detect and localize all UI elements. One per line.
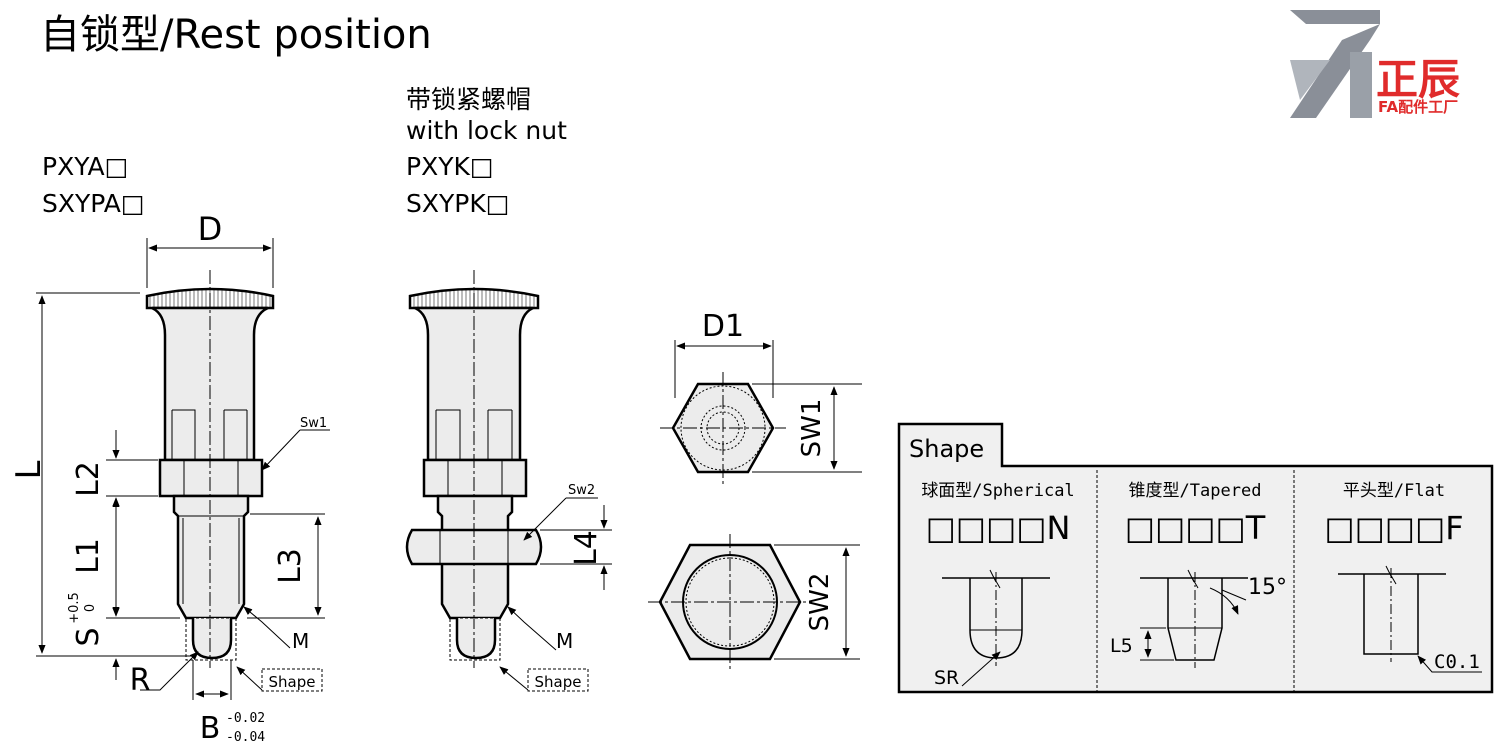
shape-spherical-code: □□□□N xyxy=(926,509,1071,547)
shape-sr-label: SR xyxy=(934,667,959,689)
dim-l: L xyxy=(9,460,49,479)
dim-l3: L3 xyxy=(273,548,308,584)
hex-view-small xyxy=(660,372,786,484)
dim-b: B xyxy=(200,711,221,746)
shape-flat-code: □□□□F xyxy=(1324,509,1463,547)
hex-view-large xyxy=(648,534,812,670)
dim-s: S xyxy=(71,627,106,646)
shape-tapered-drawing xyxy=(1140,569,1248,668)
shape-chamfer-label: C0.1 xyxy=(1434,651,1480,673)
dim-s-tol-up: +0.5 xyxy=(67,592,82,624)
dim-l4: L4 xyxy=(569,530,604,566)
shape-flat-label: 平头型/Flat xyxy=(1343,481,1445,501)
dim-d1: D1 xyxy=(702,309,744,344)
dim-r: R xyxy=(130,663,151,698)
dim-d: D xyxy=(198,210,223,248)
dim-b-tol-low: -0.04 xyxy=(226,730,265,745)
code-sxypk: SXYPK□ xyxy=(406,189,510,218)
plunger-a xyxy=(145,270,275,668)
shape-tapered-label: 锥度型/Tapered xyxy=(1129,481,1262,501)
dims-plunger-a xyxy=(36,238,330,700)
dim-sw1: SW1 xyxy=(797,399,827,458)
dim-m-k: M xyxy=(556,629,573,653)
dim-l1: L1 xyxy=(71,538,106,574)
logo-subtext: FA配件工厂 xyxy=(1378,98,1459,116)
dim-m-a: M xyxy=(292,629,309,653)
dim-s-tol-low: 0 xyxy=(83,604,98,612)
shape-spherical-drawing xyxy=(942,569,1050,687)
plunger-k xyxy=(405,270,543,668)
shape-tapered-code: □□□□T xyxy=(1125,509,1266,547)
dim-sw1-a: Sw1 xyxy=(300,416,327,431)
dim-sw2-k: Sw2 xyxy=(568,483,595,498)
shape-tab-label: Shape xyxy=(909,435,984,463)
dim-sw2: SW2 xyxy=(805,573,835,632)
dims-hex-large xyxy=(774,544,860,660)
code-pxya: PXYA□ xyxy=(42,152,129,181)
shape-l5-label: L5 xyxy=(1110,635,1133,657)
shape-angle-label: 15° xyxy=(1248,575,1287,600)
shape-callout-a: Shape xyxy=(269,673,316,691)
shape-panel xyxy=(897,422,1494,694)
code-pxyk: PXYK□ xyxy=(406,152,494,181)
page-title: 自锁型/Rest position xyxy=(40,12,432,58)
caption-lock-nut-en: with lock nut xyxy=(406,116,567,145)
dims-hex-small xyxy=(674,340,862,473)
shape-callout-k: Shape xyxy=(535,673,582,691)
dims-plunger-k xyxy=(499,497,612,692)
shape-flat-drawing xyxy=(1338,565,1482,673)
logo-text: 正辰 xyxy=(1376,55,1461,104)
caption-lock-nut-cn: 带锁紧螺帽 xyxy=(406,85,532,114)
shape-spherical-label: 球面型/Spherical xyxy=(921,481,1074,501)
code-sxypa: SXYPA□ xyxy=(42,189,145,218)
dim-l2: L2 xyxy=(71,461,106,497)
dim-b-tol-up: -0.02 xyxy=(226,711,265,726)
